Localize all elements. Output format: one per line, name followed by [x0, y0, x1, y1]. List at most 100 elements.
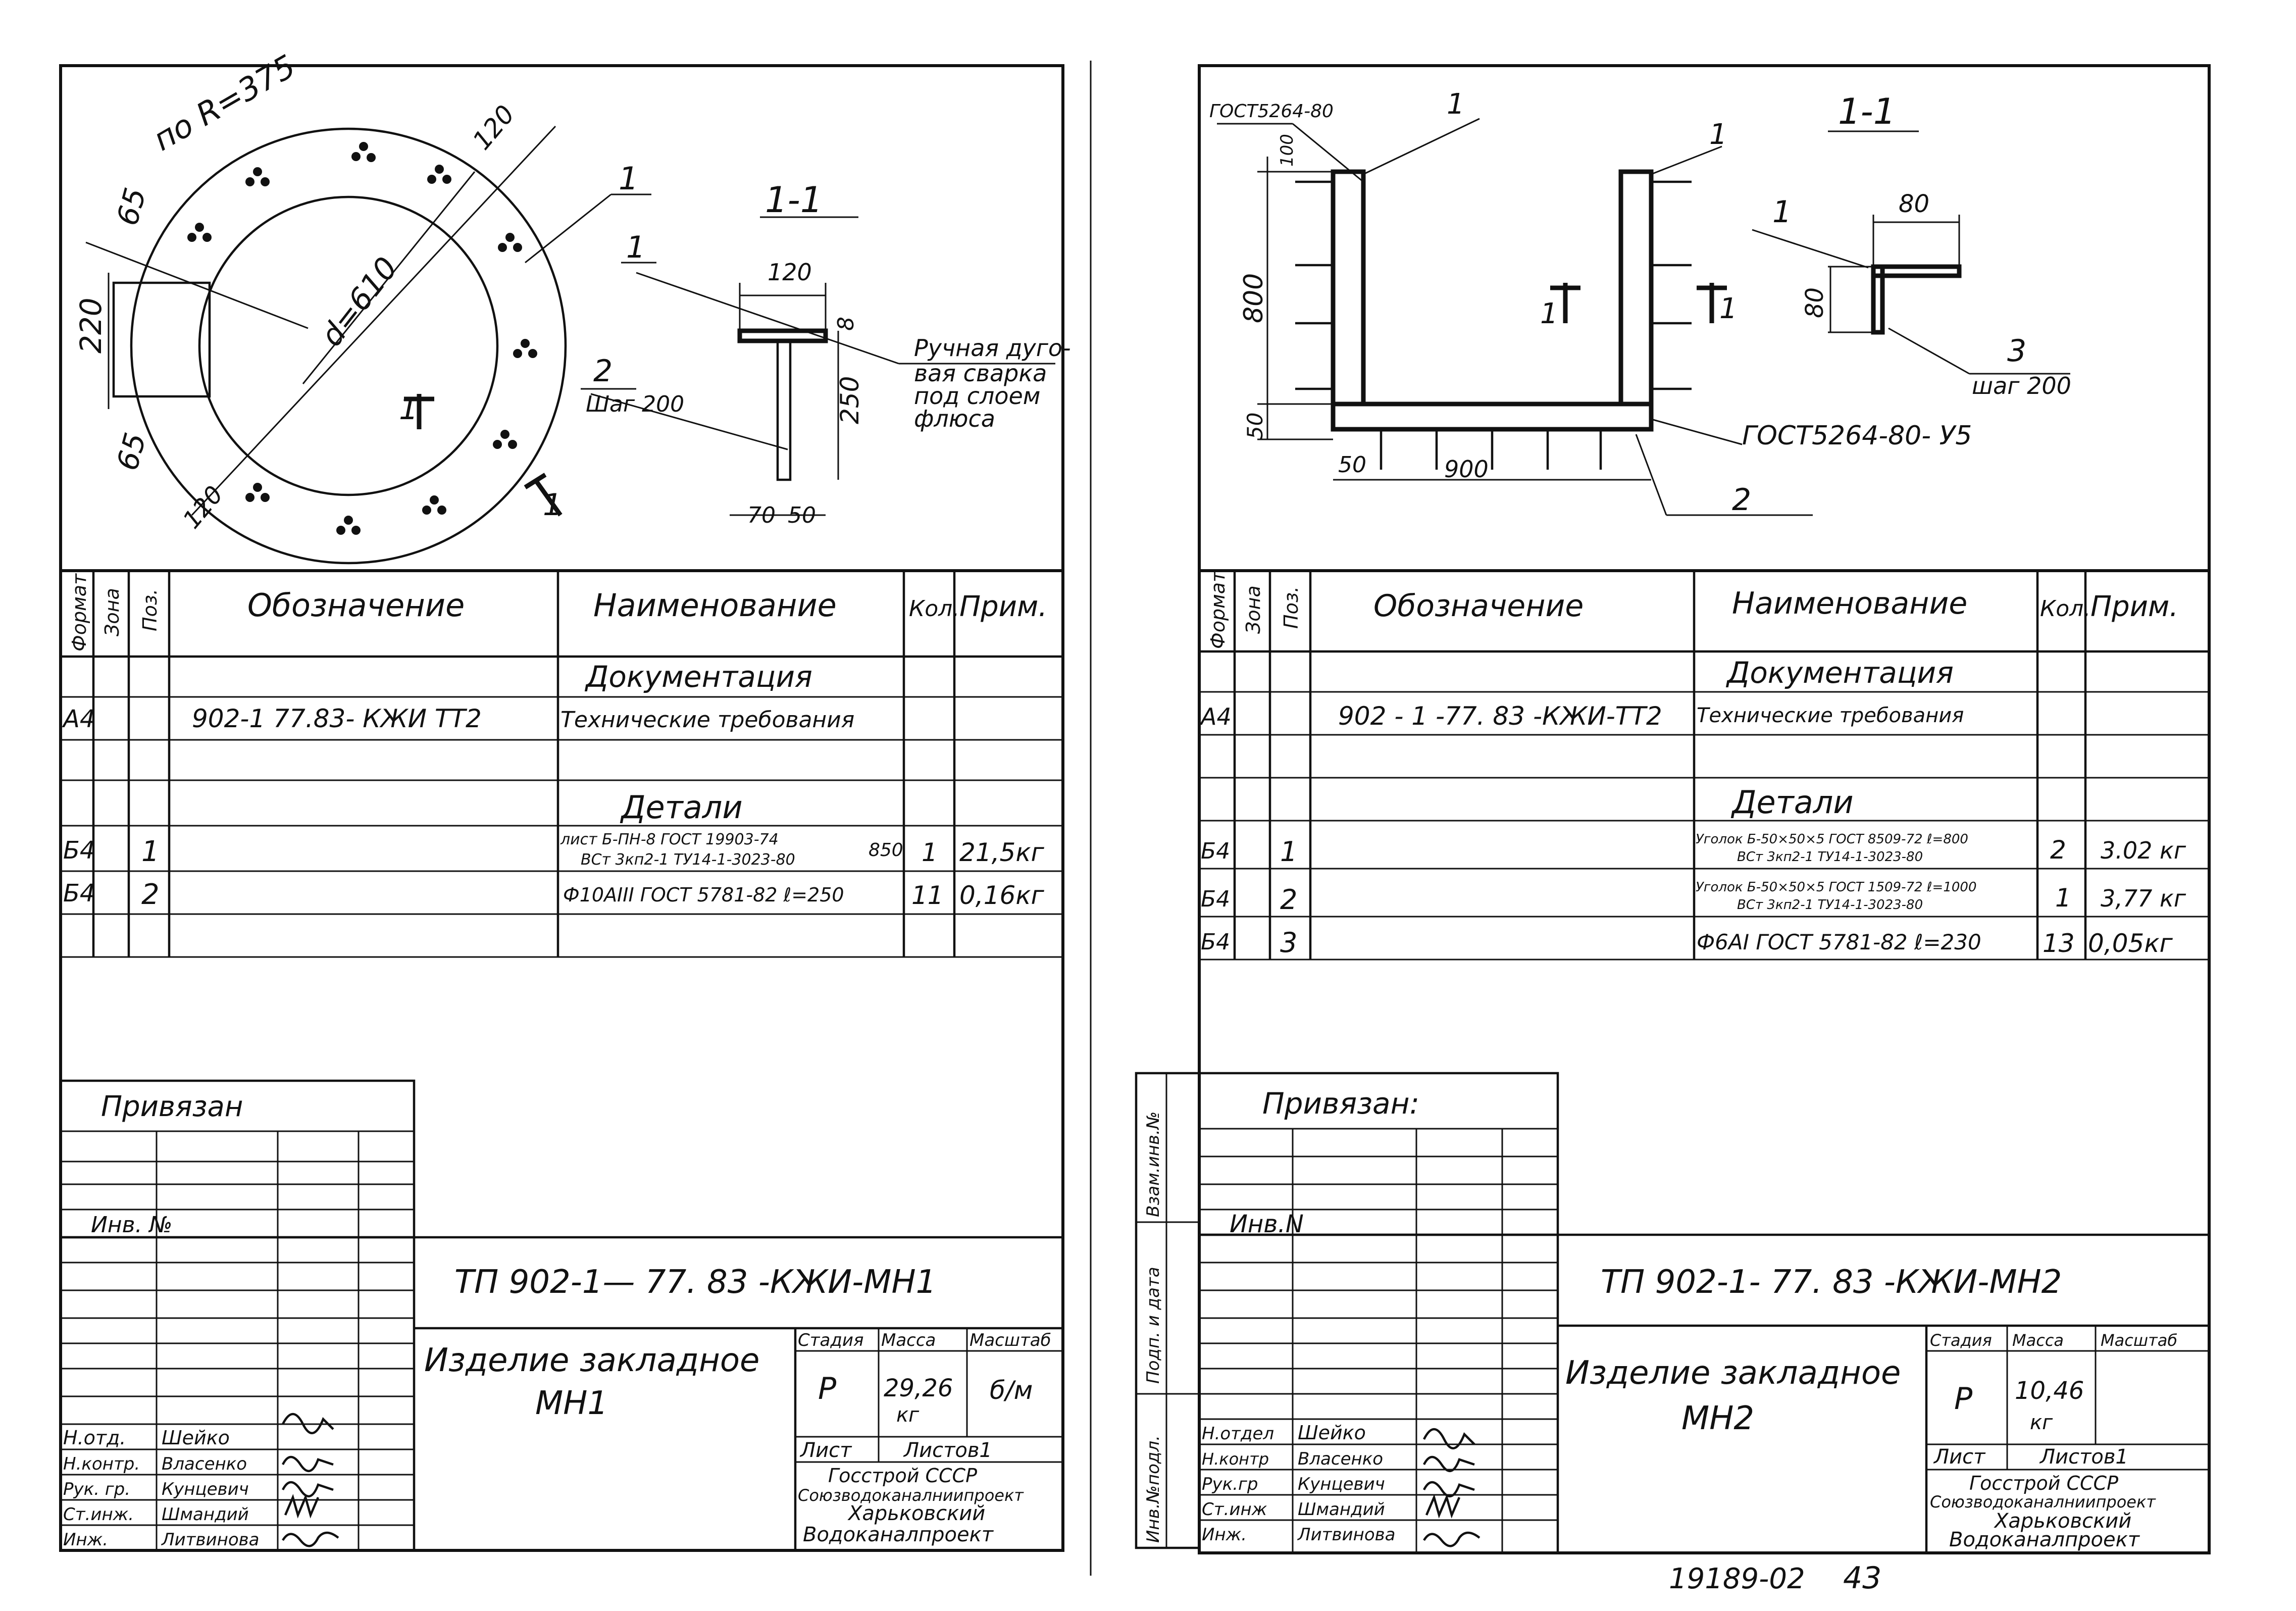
org-line-2: Союзводоканалниипроект: [1930, 1492, 2156, 1512]
header-pos: Поз.: [139, 589, 161, 631]
sheet-label: Лист: [799, 1439, 852, 1462]
title-block: [1198, 1233, 2211, 1554]
person-4-name: Шмандий: [1298, 1499, 1385, 1520]
callout-3-sub: шаг 200: [1972, 372, 2071, 399]
anchor-marks: [187, 142, 537, 535]
doc-row-designation: 902 - 1 -77. 83 -КЖИ-ТТ2: [1338, 701, 1662, 731]
header-format: Формат: [68, 573, 90, 651]
spec-table: [61, 569, 1063, 958]
doc-row-name: Технические требования: [560, 707, 854, 733]
title-line-1: Изделие закладное: [424, 1342, 759, 1379]
header-scale: Масштаб: [970, 1330, 1051, 1350]
row3-name: Ф6АI ГОСТ 5781-82 ℓ=230: [1697, 930, 1981, 954]
gost-bottom: ГОСТ5264-80- У5: [1742, 421, 1972, 451]
dim-250: 250: [835, 376, 864, 424]
callout-2: 2: [593, 354, 613, 389]
ring-plan-view: [85, 125, 651, 565]
section-docs: Документация: [584, 660, 812, 694]
header-note: Прим.: [2090, 590, 2178, 623]
dim-220: 220: [74, 297, 108, 354]
mass-value: 29,26: [884, 1374, 953, 1402]
header-pos: Поз.: [1280, 586, 1302, 629]
header-qty: Кол.: [909, 596, 959, 622]
row3-note: 0,05кг: [2088, 929, 2173, 958]
drawing-code: ТП 902-1- 77. 83 -КЖИ-МН2: [1601, 1264, 2062, 1301]
dim-100: 100: [1277, 134, 1297, 167]
person-3-name: Кунцевич: [1298, 1474, 1385, 1494]
title-block: [59, 1236, 1064, 1552]
section-1-1: 1-1: [1752, 91, 2070, 375]
sheets-label: Листов1: [2039, 1445, 2128, 1469]
dim-50-v: 50: [1243, 413, 1267, 439]
header-format: Формат: [1207, 570, 1229, 649]
weld-note-4: флюса: [914, 405, 995, 432]
header-qty: Кол.: [2040, 596, 2090, 622]
mass-unit: кг: [896, 1403, 920, 1427]
org-line-4: Водоканалпроект: [1949, 1528, 2140, 1551]
header-zone: Зона: [1242, 585, 1264, 634]
section-mark-2: 1: [1719, 292, 1738, 325]
sheet-left: по R=375 d=610 65 220 65 120 120 1 1 1 1…: [59, 47, 1071, 1552]
header-note: Прим.: [959, 590, 1047, 623]
row1-pos: 1: [141, 835, 160, 868]
row2-name: Ф10АIII ГОСТ 5781-82 ℓ=250: [563, 884, 844, 906]
dim-800: 800: [1239, 273, 1269, 323]
dim-120-top: 120: [467, 99, 521, 155]
signatures: [281, 1413, 339, 1547]
person-1-name: Шейко: [1298, 1422, 1366, 1444]
title-line-1: Изделие закладное: [1565, 1354, 1901, 1392]
dim-70: 70: [747, 502, 776, 528]
callout-2-sub: Шаг 200: [586, 391, 684, 417]
header-name: Наименование: [1732, 586, 1967, 621]
side-label-1: Взам.инв.№: [1143, 1112, 1163, 1217]
row2-format: Б4: [63, 879, 95, 908]
header-mass: Масса: [2012, 1331, 2064, 1350]
row1-name-bottom: ВСт 3кп2-1 ТУ14-1-3023-80: [1737, 849, 1923, 865]
org-line-2: Союзводоканалниипроект: [798, 1486, 1024, 1505]
row1-name-top: лист Б-ПН-8 ГОСТ 19903-74: [560, 831, 779, 848]
header-scale: Масштаб: [2101, 1331, 2177, 1350]
callout-1-right: 1: [1709, 118, 1727, 151]
person-2-role: Н.контр: [1202, 1449, 1269, 1469]
row2-format: Б4: [1201, 886, 1230, 912]
doc-row-name: Технические требования: [1697, 704, 1964, 727]
row1-name-bottom: ВСт 3кп2-1 ТУ14-1-3023-80: [581, 851, 795, 869]
dim-65-top: 65: [110, 184, 153, 229]
person-5-name: Литвинова: [1297, 1525, 1396, 1545]
person-2-name: Власенко: [1298, 1449, 1383, 1469]
binding-label: Привязан: [101, 1090, 243, 1123]
person-1-name: Шейко: [162, 1427, 230, 1449]
person-3-name: Кунцевич: [162, 1479, 249, 1499]
row2-note: 3,77 кг: [2101, 885, 2186, 912]
person-1-role: Н.отд.: [63, 1427, 126, 1449]
header-name: Наименование: [593, 587, 837, 624]
person-1-role: Н.отдел: [1202, 1424, 1274, 1444]
mass-unit: кг: [2030, 1411, 2053, 1434]
org-line-3: Харьковский: [847, 1502, 985, 1525]
row1-name-top: Уголок Б-50×50×5 ГОСТ 8509-72 ℓ=800: [1696, 832, 1968, 847]
header-stage: Стадия: [1930, 1331, 1992, 1350]
callout-1-left: 1: [1447, 88, 1465, 121]
person-3-role: Рук. гр.: [63, 1479, 130, 1499]
row1-pos: 1: [1280, 836, 1297, 868]
section-callout-1: 1: [1772, 194, 1792, 230]
doc-row-format: А4: [62, 705, 95, 733]
section-1-1: 1-1: [581, 179, 1055, 516]
dim-80-h: 80: [1899, 190, 1929, 218]
section-mark-1: 1: [1540, 297, 1558, 330]
row3-pos: 3: [1280, 927, 1297, 959]
row2-pos: 2: [141, 878, 160, 911]
dim-50: 50: [788, 502, 816, 528]
sheets-label: Листов1: [903, 1439, 992, 1462]
archive-number: 19189-02: [1669, 1563, 1805, 1595]
dim-65-bottom: 65: [110, 429, 153, 474]
section-parts: Детали: [620, 789, 743, 826]
inv-label: Инв. №: [91, 1212, 172, 1238]
drawing-code: ТП 902-1— 77. 83 -КЖИ-МН1: [454, 1264, 936, 1301]
page-number: 43: [1843, 1560, 1881, 1596]
sheet-right: ГОСТ5264-80 100 1 1 800 50 50 900 1 1 ГО…: [1135, 64, 2211, 1554]
row3-format: Б4: [1201, 929, 1230, 955]
row1-note: 21,5кг: [959, 838, 1045, 867]
stage-value: Р: [818, 1371, 837, 1406]
row1-format: Б4: [63, 836, 95, 865]
